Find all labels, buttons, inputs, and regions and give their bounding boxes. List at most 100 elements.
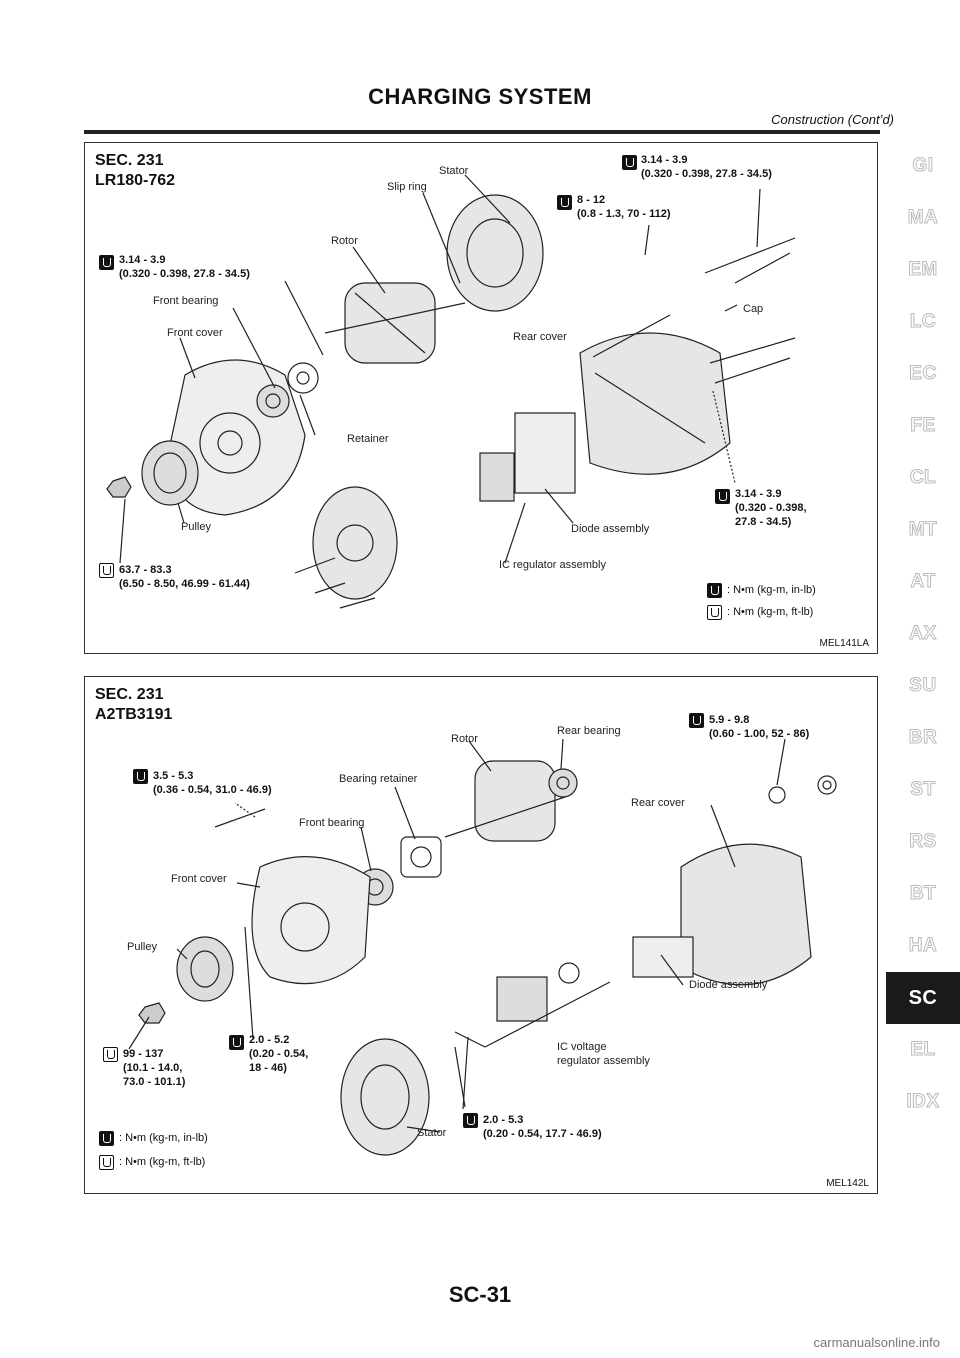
figure-code: MEL141LA [819,638,869,649]
figure-lr180-762: SEC. 231 LR180-762 Stator Slip ring Roto… [84,142,878,654]
torque-spec: 2.0 - 5.2(0.20 - 0.54,18 - 46) [249,1034,309,1074]
exploded-diagram-1 [106,174,796,609]
rear-bearing-shape [548,768,578,798]
label-front-bearing: Front bearing [153,295,219,307]
tab-sc[interactable]: SC [886,972,960,1024]
section-number: SEC. 231 [95,152,164,169]
pulley-nut-shape [106,476,132,498]
pulley-shape [141,440,199,506]
torque-spec: 3.14 - 3.9(0.320 - 0.398, 27.8 - 34.5) [119,254,250,280]
torque-in-lb-icon [229,1035,244,1050]
tab-ma[interactable]: MA [907,207,939,229]
header-rule [84,130,880,134]
ic-regulator-shape [496,976,548,1022]
label-regulator-assembly: regulator assembly [557,1055,650,1067]
page-title: CHARGING SYSTEM [368,84,592,109]
rear-cover-shape [680,843,812,986]
torque-spec: 3.14 - 3.9(0.320 - 0.398,27.8 - 34.5) [735,488,807,528]
tab-br[interactable]: BR [908,727,938,749]
label-front-cover: Front cover [167,327,223,339]
retainer-shape [287,362,319,394]
label-pulley: Pulley [181,521,211,533]
label-front-cover: Front cover [171,873,227,885]
torque-ft-lb-icon [99,1155,114,1170]
label-slip-ring: Slip ring [387,181,427,193]
torque-in-lb-icon [622,155,637,170]
torque-in-lb-icon [707,583,722,598]
label-rear-bearing: Rear bearing [557,725,621,737]
label-bearing-retainer: Bearing retainer [339,773,418,785]
torque-ft-lb-icon [707,605,722,620]
figure-a2tb3191: SEC. 231 A2TB3191 Rotor Rear bearing Bea… [84,676,878,1194]
legend-in-lb: : N•m (kg-m, in-lb) [727,584,816,596]
tab-ha[interactable]: HA [908,935,938,957]
torque-spec: 8 - 12(0.8 - 1.3, 70 - 112) [577,194,671,220]
tab-fe[interactable]: FE [910,415,936,437]
ic-regulator-shape [479,452,515,502]
legend-ft-lb: : N•m (kg-m, ft-lb) [727,606,814,618]
torque-in-lb-icon [99,1131,114,1146]
model-number: A2TB3191 [95,706,173,723]
torque-ft-lb-icon [103,1047,118,1062]
figure-code: MEL142L [826,1178,869,1189]
label-front-bearing: Front bearing [299,817,365,829]
label-diode-assembly: Diode assembly [571,523,650,535]
tab-at[interactable]: AT [910,571,936,593]
rotor-shape [444,760,566,842]
torque-in-lb-icon [557,195,572,210]
tab-ec[interactable]: EC [909,363,937,385]
label-diode-assembly: Diode assembly [689,979,768,991]
label-stator: Stator [439,165,469,177]
label-retainer: Retainer [347,433,389,445]
label-rear-cover: Rear cover [513,331,567,343]
tab-lc[interactable]: LC [909,311,937,333]
tab-idx[interactable]: IDX [906,1091,940,1113]
footer-watermark[interactable]: carmanualsonline.info [813,1335,940,1350]
torque-in-lb-icon [99,255,114,270]
rotor-shape [324,282,466,364]
rear-cover-shape [579,332,731,475]
tab-st[interactable]: ST [910,779,936,801]
torque-ft-lb-icon [99,563,114,578]
section-number: SEC. 231 [95,686,164,703]
label-rotor: Rotor [331,235,358,247]
tab-gi[interactable]: GI [912,155,934,177]
label-cap: Cap [743,303,764,315]
tab-ax[interactable]: AX [909,623,937,645]
torque-spec: 99 - 137(10.1 - 14.0,73.0 - 101.1) [123,1048,186,1088]
torque-spec: 3.14 - 3.9(0.320 - 0.398, 27.8 - 34.5) [641,154,772,180]
front-cover-shape [251,856,371,985]
torque-in-lb-icon [463,1113,478,1128]
torque-spec: 63.7 - 83.3(6.50 - 8.50, 46.99 - 61.44) [119,564,250,590]
exploded-diagram-2 [128,738,837,1156]
page-subtitle: Construction (Cont’d) [771,112,894,127]
label-ic-voltage: IC voltage [557,1041,607,1053]
torque-spec: 3.5 - 5.3(0.36 - 0.54, 31.0 - 46.9) [153,770,272,796]
label-rotor: Rotor [451,733,478,745]
tab-bt[interactable]: BT [909,883,937,905]
front-bearing-shape [256,384,290,418]
torque-in-lb-icon [133,769,148,784]
section-tab-nav: GI MA EM LC EC FE CL MT AT AX SU BR ST R… [886,140,960,1128]
tab-mt[interactable]: MT [908,519,938,541]
tab-rs[interactable]: RS [909,831,937,853]
torque-in-lb-icon [715,489,730,504]
model-number: LR180-762 [95,172,176,189]
pulley-nut-shape [138,1002,166,1024]
tab-su[interactable]: SU [909,675,937,697]
label-stator: Stator [417,1127,447,1139]
tab-em[interactable]: EM [908,259,938,281]
torque-in-lb-icon [689,713,704,728]
stator-shape [340,1038,430,1156]
tab-cl[interactable]: CL [909,467,937,489]
rear-housing-shape [312,486,398,600]
diode-assembly-shape [514,412,576,494]
page-number: SC-31 [448,1282,512,1307]
legend-ft-lb: : N•m (kg-m, ft-lb) [119,1156,206,1168]
stator-shape [446,194,544,312]
torque-spec: 5.9 - 9.8(0.60 - 1.00, 52 - 86) [709,714,810,740]
bearing-retainer-shape [400,836,442,878]
label-pulley: Pulley [127,941,157,953]
tab-el[interactable]: EL [910,1039,936,1061]
legend-in-lb: : N•m (kg-m, in-lb) [119,1132,208,1144]
